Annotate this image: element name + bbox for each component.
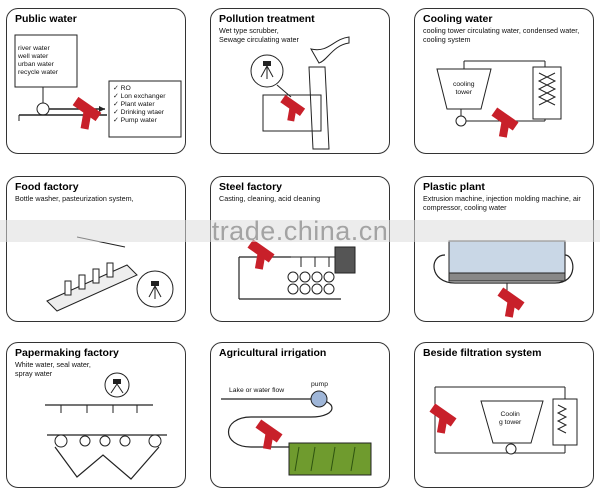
panel-beside-filtration: Beside filtration system Coolin g tower: [414, 342, 594, 488]
pump-label: pump: [311, 381, 329, 388]
panel-public-water: Public water river water well water urba…: [6, 8, 186, 154]
pump-icon: [310, 390, 328, 408]
scrubber-diagram: [250, 36, 350, 150]
cooling-tower-label: cooling tower: [453, 81, 475, 96]
panel-cooling-water: Cooling water cooling tower circulating …: [414, 8, 594, 154]
spray-nozzle-icon: [148, 281, 162, 299]
panel-title: Public water: [15, 13, 77, 25]
spray-nozzle-icon: [260, 61, 274, 79]
panel-subtitle: Casting, cleaning, acid cleaning: [219, 194, 321, 203]
panel-subtitle: Bottle washer, pasteurization system,: [15, 194, 134, 203]
use-item: ✓ Drinking wtaer: [113, 109, 165, 116]
panel-subtitle: White water, seal water, spray water: [15, 360, 91, 378]
use-item: ✓ RO: [113, 85, 131, 92]
panel-steel-factory: Steel factory Casting, cleaning, acid cl…: [210, 176, 390, 322]
flow-label: Lake or water flow: [229, 387, 285, 394]
panel-subtitle: Extrusion machine, injection molding mac…: [423, 194, 581, 212]
cooling-tower-label: Coolin g tower: [499, 411, 522, 426]
y-strainer-icon: [72, 96, 102, 130]
spray-nozzle-icon: [300, 257, 330, 267]
use-item: ✓ Lon exchanger: [113, 93, 166, 100]
panel-title: Pollution treatment: [219, 13, 315, 25]
y-strainer-icon: [497, 287, 525, 318]
panel-title: Cooling water: [423, 13, 493, 25]
source-item: well water: [18, 53, 49, 60]
use-list: ✓ RO ✓ Lon exchanger ✓ Plant water ✓ Dri…: [113, 85, 166, 125]
panel-title: Beside filtration system: [423, 347, 542, 359]
panel-subtitle: Wet type scrubber, Sewage circulating wa…: [219, 26, 299, 44]
public-water-diagram: [14, 34, 182, 138]
panel-title: Papermaking factory: [15, 347, 119, 359]
spray-nozzle-icon: [110, 379, 124, 394]
source-item: urban water: [18, 61, 54, 68]
panel-papermaking-factory: Papermaking factory White water, seal wa…: [6, 342, 186, 488]
panel-agricultural-irrigation: Agricultural irrigation Lake or water fl…: [210, 342, 390, 488]
y-strainer-icon: [255, 419, 283, 450]
source-list: river water well water urban water recyc…: [18, 45, 58, 77]
y-strainer-icon: [491, 107, 519, 138]
cooling-diagram: [436, 60, 562, 138]
panel-title: Plastic plant: [423, 181, 485, 193]
y-strainer-icon: [429, 403, 457, 434]
extrusion-diagram: [433, 240, 574, 318]
y-strainer-icon: [280, 94, 306, 122]
source-item: recycle water: [18, 69, 59, 76]
panel-title: Steel factory: [219, 181, 283, 193]
panel-title: Food factory: [15, 181, 79, 193]
use-item: ✓ Plant water: [113, 101, 155, 108]
irrigation-diagram: [221, 390, 372, 476]
bottle-washer-diagram: [46, 236, 174, 312]
source-item: river water: [18, 45, 50, 52]
panel-plastic-plant: Plastic plant Extrusion machine, injecti…: [414, 176, 594, 322]
paper-machine-diagram: [45, 372, 167, 480]
beside-filtration-diagram: [429, 386, 578, 455]
steel-casting-diagram: [238, 239, 356, 300]
pump-icon: [36, 102, 50, 116]
panel-food-factory: Food factory Bottle washer, pasteurizati…: [6, 176, 186, 322]
panel-subtitle: cooling tower circulating water, condens…: [423, 26, 580, 44]
y-strainer-icon: [247, 239, 275, 270]
panel-pollution-treatment: Pollution treatment Wet type scrubber, S…: [210, 8, 390, 154]
use-item: ✓ Pump water: [113, 117, 157, 124]
panel-title: Agricultural irrigation: [219, 347, 327, 359]
